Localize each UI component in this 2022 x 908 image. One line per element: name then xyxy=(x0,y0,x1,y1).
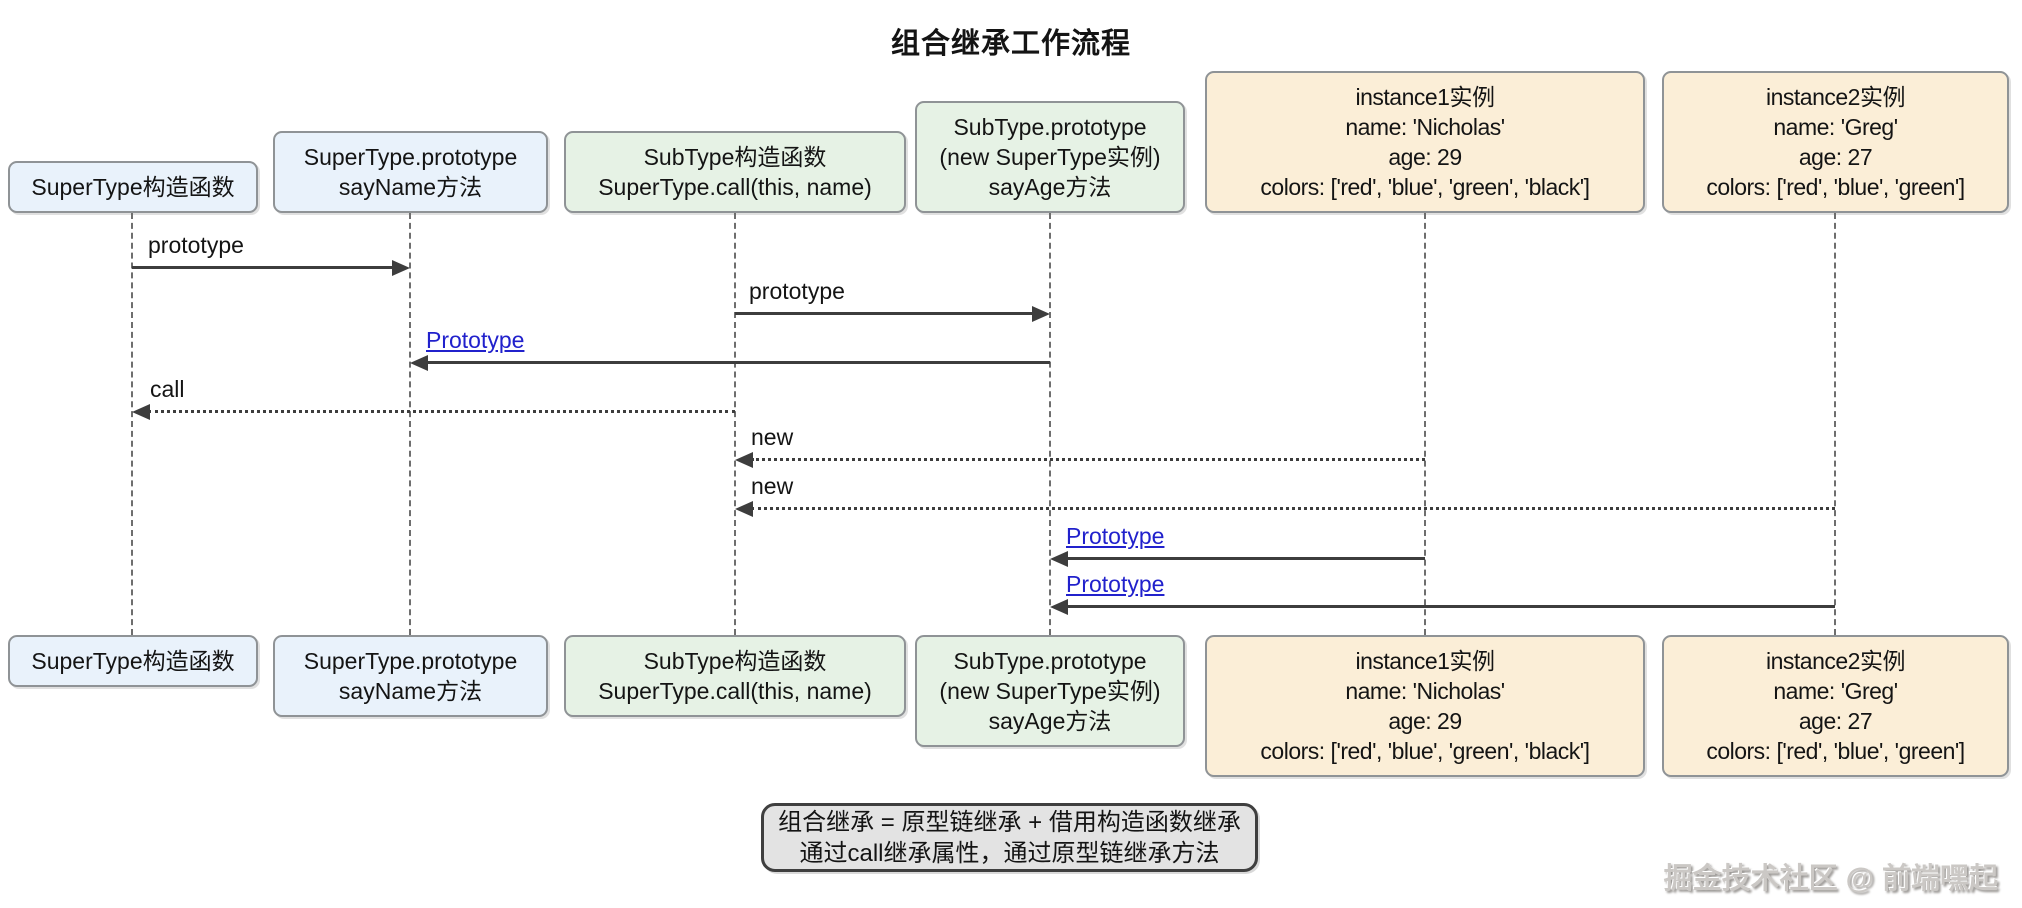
participant-line: (new SuperType实例) xyxy=(939,144,1161,170)
message-label: prototype xyxy=(749,278,845,304)
participant-line: name: 'Nicholas' xyxy=(1345,678,1505,704)
note-box: 组合继承 = 原型链继承 + 借用构造函数继承 通过call继承属性，通过原型链… xyxy=(761,803,1258,872)
participant-line: sayName方法 xyxy=(338,174,483,200)
participant-line: instance1实例 xyxy=(1355,648,1495,674)
lifeline-instance1 xyxy=(1424,213,1426,635)
participant-line: colors: ['red', 'blue', 'green'] xyxy=(1706,738,1965,764)
participant-line: SuperType.call(this, name) xyxy=(598,678,872,704)
participant-line: SuperType.prototype xyxy=(303,648,518,674)
participant-line: age: 27 xyxy=(1798,708,1873,734)
participant-subtype-prototype-top: SubType.prototype (new SuperType实例) sayA… xyxy=(915,101,1185,213)
message-label: prototype xyxy=(148,232,244,258)
participant-line: SubType构造函数 xyxy=(643,144,827,170)
participant-line: SubType.prototype xyxy=(953,114,1147,140)
participant-subtype-prototype-bottom: SubType.prototype (new SuperType实例) sayA… xyxy=(915,635,1185,747)
participant-instance1-bottom: instance1实例 name: 'Nicholas' age: 29 col… xyxy=(1205,635,1645,777)
arrowhead-right-icon xyxy=(1032,306,1050,322)
arrow-line xyxy=(426,361,1050,364)
participant-line: name: 'Greg' xyxy=(1773,678,1898,704)
participant-line: (new SuperType实例) xyxy=(939,678,1161,704)
participant-supertype-prototype-top: SuperType.prototype sayName方法 xyxy=(273,131,548,213)
message-label: new xyxy=(751,473,794,499)
participant-line: SubType.prototype xyxy=(953,648,1147,674)
participant-subtype-constructor-top: SubType构造函数 SuperType.call(this, name) xyxy=(564,131,906,213)
page-title: 组合继承工作流程 xyxy=(890,28,1131,60)
message-label-prototype-link[interactable]: Prototype xyxy=(426,327,525,353)
watermark: 掘金技术社区 @ 前端嘿起 xyxy=(1663,863,1998,895)
message-label-prototype-link[interactable]: Prototype xyxy=(1066,571,1165,597)
arrowhead-left-icon xyxy=(735,501,753,517)
lifeline-subtype-prototype xyxy=(1049,213,1051,635)
participant-instance2-top: instance2实例 name: 'Greg' age: 27 colors:… xyxy=(1662,71,2009,213)
participant-line: sayName方法 xyxy=(338,678,483,704)
arrow-line-dotted xyxy=(751,507,1835,510)
participant-line: SuperType构造函数 xyxy=(31,174,235,200)
arrow-line xyxy=(132,266,394,269)
arrowhead-right-icon xyxy=(392,260,410,276)
participant-supertype-constructor-top: SuperType构造函数 xyxy=(8,161,258,213)
participant-supertype-constructor-bottom: SuperType构造函数 xyxy=(8,635,258,687)
message-label: new xyxy=(751,424,794,450)
participant-line: name: 'Greg' xyxy=(1773,114,1898,140)
arrow-line-dotted xyxy=(148,410,735,413)
participant-line: SubType构造函数 xyxy=(643,648,827,674)
participant-line: age: 29 xyxy=(1388,144,1462,170)
participant-instance2-bottom: instance2实例 name: 'Greg' age: 27 colors:… xyxy=(1662,635,2009,777)
arrow-line-dotted xyxy=(751,458,1425,461)
participant-instance1-top: instance1实例 name: 'Nicholas' age: 29 col… xyxy=(1205,71,1645,213)
participant-line: colors: ['red', 'blue', 'green'] xyxy=(1706,174,1965,200)
participant-line: instance2实例 xyxy=(1766,84,1905,110)
participant-line: sayAge方法 xyxy=(988,174,1112,200)
arrow-line xyxy=(1066,557,1425,560)
note-line: 组合继承 = 原型链继承 + 借用构造函数继承 xyxy=(778,808,1241,836)
arrow-line xyxy=(1066,605,1835,608)
lifeline-subtype-constructor xyxy=(734,213,736,635)
participant-line: age: 29 xyxy=(1388,708,1462,734)
arrowhead-left-icon xyxy=(1050,551,1068,567)
lifeline-supertype-prototype xyxy=(409,213,411,635)
arrow-line xyxy=(735,312,1034,315)
arrowhead-left-icon xyxy=(132,404,150,420)
participant-line: age: 27 xyxy=(1798,144,1873,170)
message-label: call xyxy=(150,376,185,402)
lifeline-supertype-constructor xyxy=(131,213,133,635)
participant-line: instance2实例 xyxy=(1766,648,1905,674)
arrowhead-left-icon xyxy=(735,452,753,468)
participant-line: SuperType构造函数 xyxy=(31,648,235,674)
arrowhead-left-icon xyxy=(1050,599,1068,615)
participant-line: instance1实例 xyxy=(1355,84,1495,110)
participant-subtype-constructor-bottom: SubType构造函数 SuperType.call(this, name) xyxy=(564,635,906,717)
participant-line: colors: ['red', 'blue', 'green', 'black'… xyxy=(1260,174,1590,200)
participant-supertype-prototype-bottom: SuperType.prototype sayName方法 xyxy=(273,635,548,717)
participant-line: colors: ['red', 'blue', 'green', 'black'… xyxy=(1260,738,1590,764)
participant-line: name: 'Nicholas' xyxy=(1345,114,1505,140)
participant-line: sayAge方法 xyxy=(988,708,1112,734)
participant-line: SuperType.call(this, name) xyxy=(598,174,872,200)
participant-line: SuperType.prototype xyxy=(303,144,518,170)
lifeline-instance2 xyxy=(1834,213,1836,635)
message-label-prototype-link[interactable]: Prototype xyxy=(1066,523,1165,549)
arrowhead-left-icon xyxy=(410,355,428,371)
note-line: 通过call继承属性，通过原型链继承方法 xyxy=(799,839,1220,867)
